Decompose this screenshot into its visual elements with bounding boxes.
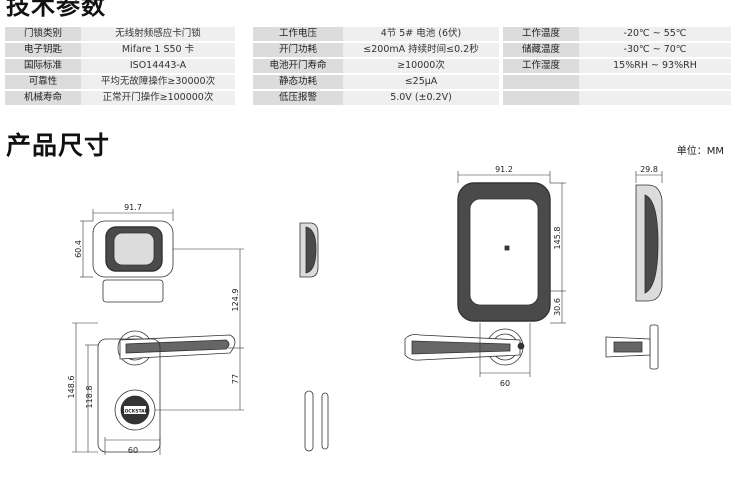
spec-row <box>503 75 731 89</box>
spec-label: 工作温度 <box>503 27 579 41</box>
side-head-panel <box>305 226 317 274</box>
dim-side-depth: 29.8 <box>640 165 658 174</box>
size-section-title: 产品尺寸 <box>6 131 111 160</box>
spec-row: 门锁类别无线射频感应卡门锁 <box>5 27 235 41</box>
spec-row: 静态功耗≤25μA <box>253 75 499 89</box>
spec-value: 无线射频感应卡门锁 <box>81 27 235 41</box>
spec-label: 机械寿命 <box>5 91 81 105</box>
dimension-lines <box>72 171 663 455</box>
dim-cylinder-height: 118.8 <box>85 386 94 409</box>
spec-row: 电池开门寿命≥10000次 <box>253 59 499 73</box>
front-reader-window <box>113 232 155 266</box>
side-handle-grip <box>613 341 643 353</box>
spec-label: 可靠性 <box>5 75 81 89</box>
front-plate-top <box>102 279 164 303</box>
side-handle-base <box>649 324 659 370</box>
spec-value <box>579 75 731 89</box>
front-view <box>92 220 329 453</box>
spec-value: -20℃ ~ 55℃ <box>579 27 731 41</box>
side-cover-panel <box>644 194 659 294</box>
back-view <box>404 182 551 366</box>
dim-front-height: 60.4 <box>74 240 83 258</box>
spec-row <box>503 91 731 105</box>
spec-value: ≤25μA <box>343 75 499 89</box>
spec-label: 门锁类别 <box>5 27 81 41</box>
product-dimension-drawing: 91.7 60.4 124.9 77 148.6 118.8 60 91.2 1… <box>67 165 663 455</box>
spec-label: 储藏温度 <box>503 43 579 57</box>
spec-row: 机械寿命正常开门操作≥100000次 <box>5 91 235 105</box>
spec-row: 工作温度-20℃ ~ 55℃ <box>503 27 731 41</box>
spec-label: 电子钥匙 <box>5 43 81 57</box>
dim-back-base-width: 60 <box>500 379 510 388</box>
dim-front-base-width: 60 <box>128 446 138 455</box>
spec-label: 静态功耗 <box>253 75 343 89</box>
dim-front-width: 91.7 <box>124 203 142 212</box>
spec-label: 工作湿度 <box>503 59 579 73</box>
front-logo-plate <box>124 406 146 414</box>
spec-label: 开门功耗 <box>253 43 343 57</box>
spec-value <box>579 91 731 105</box>
spec-row: 开门功耗≤200mA 持续时间≤0.2秒 <box>253 43 499 57</box>
dim-lower-height: 148.6 <box>67 376 76 399</box>
front-side-head <box>299 222 319 278</box>
spec-value: 15%RH ~ 93%RH <box>579 59 731 73</box>
spec-value: ≤200mA 持续时间≤0.2秒 <box>343 43 499 57</box>
cylinder-logo-text: LOCKSTAR <box>122 409 149 415</box>
spec-value: 5.0V (±0.2V) <box>343 91 499 105</box>
spec-label <box>503 91 579 105</box>
spec-value: Mifare 1 S50 卡 <box>81 43 235 57</box>
spec-value: ISO14443-A <box>81 59 235 73</box>
front-lower-plate <box>97 338 161 453</box>
spec-section-title: 技术参数 <box>6 0 106 20</box>
back-cover-inner <box>469 198 539 306</box>
spec-label <box>503 75 579 89</box>
spec-row: 储藏温度-30℃ ~ 70℃ <box>503 43 731 57</box>
front-handle-grip <box>125 339 230 354</box>
dim-back-height: 145.8 <box>553 227 562 250</box>
side-view <box>605 184 663 370</box>
spec-label: 工作电压 <box>253 27 343 41</box>
front-side-tube-2 <box>321 392 329 450</box>
spec-row: 可靠性平均无故障操作≥30000次 <box>5 75 235 89</box>
spec-value: -30℃ ~ 70℃ <box>579 43 731 57</box>
spec-value: 正常开门操作≥100000次 <box>81 91 235 105</box>
spec-value: 4节 5# 电池 (6伏) <box>343 27 499 41</box>
spec-label: 低压报警 <box>253 91 343 105</box>
spec-value: 平均无故障操作≥30000次 <box>81 75 235 89</box>
dim-back-width: 91.2 <box>495 165 513 174</box>
dim-cylinder-offset: 77 <box>231 374 240 384</box>
unit-label: 单位：MM <box>676 146 724 157</box>
back-cover-screw <box>504 245 510 251</box>
front-side-tube <box>304 390 314 452</box>
spec-value: ≥10000次 <box>343 59 499 73</box>
back-handle-screw <box>517 342 525 350</box>
back-handle-grip <box>411 340 511 355</box>
spec-label: 国际标准 <box>5 59 81 73</box>
dim-handle-drop: 124.9 <box>231 289 240 312</box>
spec-label: 电池开门寿命 <box>253 59 343 73</box>
dim-back-handle-offset: 30.6 <box>553 298 562 316</box>
